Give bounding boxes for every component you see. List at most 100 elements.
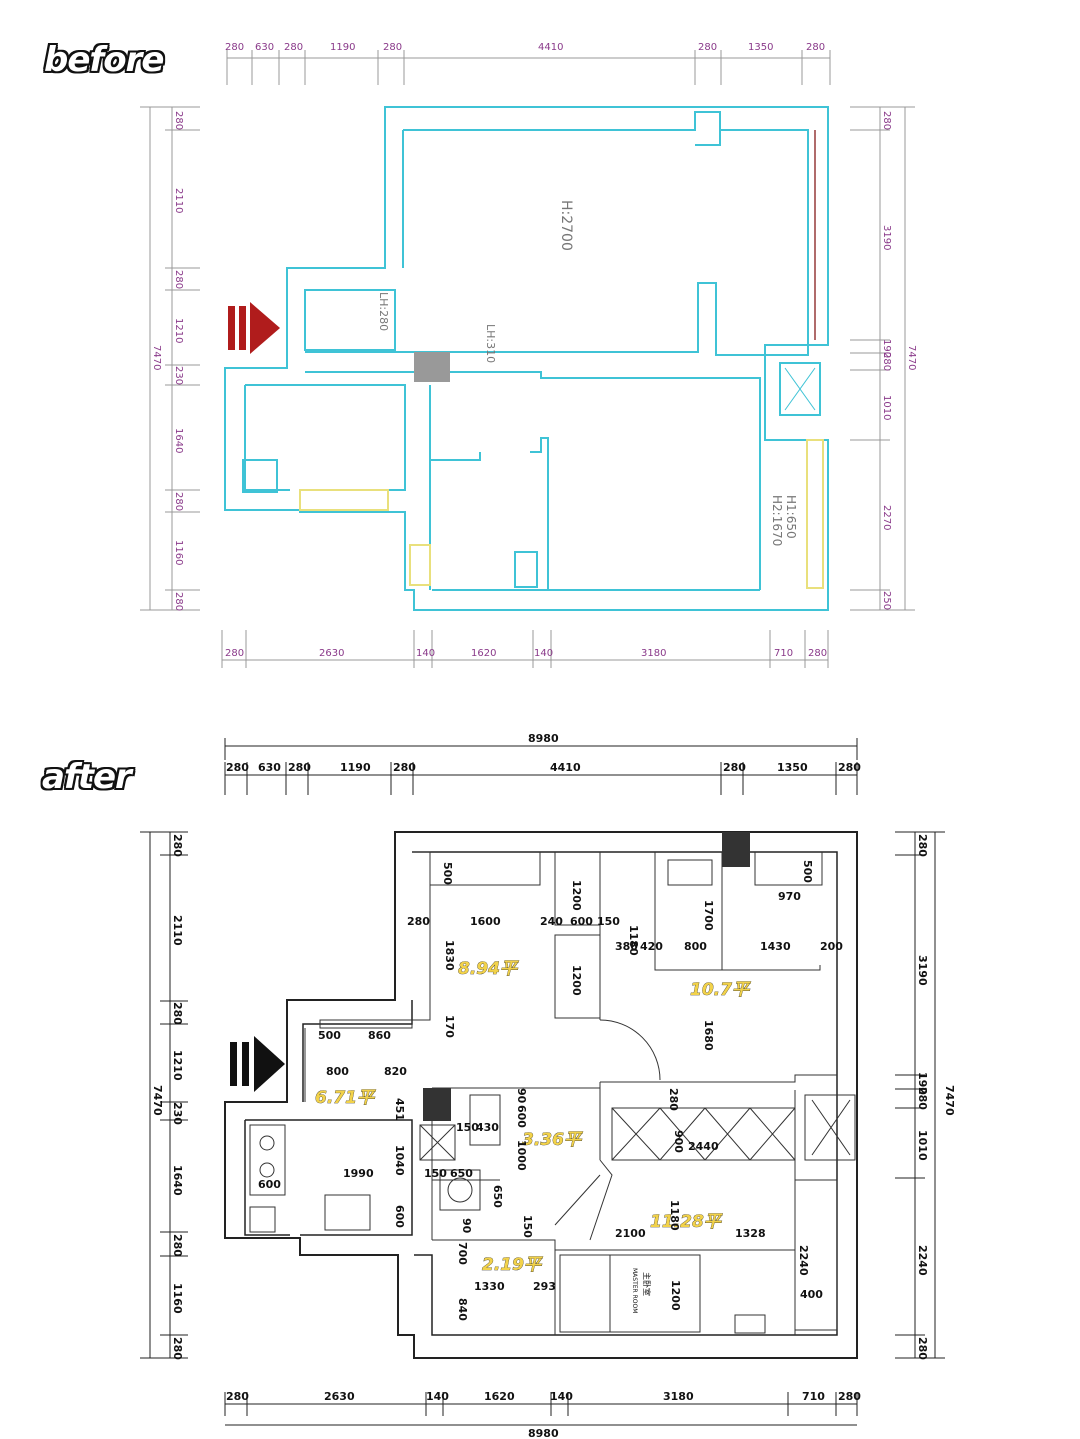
inner-dim: 500 [801,860,814,883]
after-right-dim: 280 [916,834,929,857]
inner-dim: 170 [443,1015,456,1038]
inner-dim: 430 [476,1121,499,1134]
before-bottom-dim: 2630 [319,648,344,659]
before-top-dim: 1190 [330,42,355,53]
inner-dim: 900 [672,1130,685,1153]
inner-dim: 451 [393,1098,406,1121]
inner-dim: 1328 [735,1227,766,1240]
window-label-2: H2:1670 [770,495,784,546]
before-bottom-dim: 710 [774,648,793,659]
after-right-dim: 2240 [916,1245,929,1276]
inner-dim: 700 [456,1242,469,1265]
master-room-label: 主卧室 [642,1272,652,1296]
after-bottom-dim: 280 [838,1390,861,1403]
before-left-dim: 280 [173,270,184,289]
before-left-dim: 1160 [173,540,184,565]
after-left-total: 7470 [151,1085,164,1116]
before-right-dim: 2270 [881,505,892,530]
after-left-dim: 280 [171,834,184,857]
before-top-dim: 630 [255,42,274,53]
inner-dim: 500 [318,1029,341,1042]
before-left-dim: 280 [173,492,184,511]
inner-dim: 800 [326,1065,349,1078]
after-right-total: 7470 [943,1085,956,1116]
before-heading: before [44,40,164,80]
before-top-dim: 280 [225,42,244,53]
inner-dim: 2100 [615,1227,646,1240]
inner-dim: 420 [640,940,663,953]
before-bottom-dim: 140 [416,648,435,659]
after-total-width-top: 8980 [528,732,559,745]
after-right-dim: 3190 [916,955,929,986]
inner-dim: 600 [570,915,593,928]
after-top-dim: 280 [226,761,249,774]
after-top-dim: 280 [393,761,416,774]
before-left-dim: 280 [173,592,184,611]
area-label: 11.28平 [650,1212,723,1232]
before-top-dim: 4410 [538,42,563,53]
entrance-arrow-icon [228,302,280,354]
after-bottom-dim: 140 [550,1390,573,1403]
inner-dim: 293 [533,1280,556,1293]
inner-dim: 400 [800,1288,823,1301]
inner-dim: 650 [491,1185,504,1208]
inner-dim: 2440 [688,1140,719,1153]
window-label-1: H1:650 [784,495,798,539]
before-left-dim: 1640 [173,428,184,453]
column-icon [722,832,750,867]
after-plan: 8980 280 630 280 1190 280 4410 280 1350 … [140,732,956,1439]
inner-dim: 1990 [343,1167,374,1180]
inner-dim: 600 [393,1205,406,1228]
inner-dim: 200 [820,940,843,953]
before-bottom-dim: 280 [225,648,244,659]
before-left-dim: 230 [173,366,184,385]
before-left-dim: 2110 [173,188,184,213]
inner-dim: 1430 [760,940,791,953]
inner-dim: 240 [540,915,563,928]
after-right-dim: 1010 [916,1130,929,1161]
before-left-dim: 1210 [173,318,184,343]
inner-dim: 1200 [570,965,583,996]
after-bottom-dim: 2630 [324,1390,355,1403]
before-bottom-dim: 140 [534,648,553,659]
after-total-width-bottom: 8980 [528,1427,559,1439]
before-top-dim: 280 [383,42,402,53]
inner-dim: 280 [407,915,430,928]
master-room-label-en: MASTER ROOM [631,1268,638,1313]
inner-dim: 1700 [702,900,715,931]
before-right-total: 7470 [906,345,917,370]
area-label: 6.71平 [315,1088,376,1108]
before-left-total: 7470 [151,345,162,370]
inner-dim: 280 [667,1088,680,1111]
after-top-dim: 630 [258,761,281,774]
inner-dim: 90 [460,1218,473,1234]
inner-dim: 860 [368,1029,391,1042]
after-top-dim: 1350 [777,761,808,774]
after-left-dim: 230 [171,1102,184,1125]
after-bottom-dim: 140 [426,1390,449,1403]
after-left-dim: 280 [171,1002,184,1025]
before-top-dim: 1350 [748,42,773,53]
after-bottom-dim: 1620 [484,1390,515,1403]
after-left-dim: 2110 [171,915,184,946]
inner-dim: 600 [515,1105,528,1128]
before-right-dim: 280 [881,352,892,371]
inner-dim: 150 [424,1167,447,1180]
inner-dim: 1600 [470,915,501,928]
inner-dim: 150 [521,1215,534,1238]
inner-dim: 840 [456,1298,469,1321]
inner-dim: 1200 [570,880,583,911]
after-top-dim: 280 [723,761,746,774]
inner-dim: 1180 [627,925,640,956]
after-top-dim: 1190 [340,761,371,774]
before-right-dim: 3190 [881,225,892,250]
area-label: 8.94平 [458,959,519,979]
after-left-dim: 1640 [171,1165,184,1196]
inner-dim: 1830 [443,940,456,971]
inner-dim: 1180 [668,1200,681,1231]
inner-dim: 1680 [702,1020,715,1051]
lh-label-2: LH:310 [484,324,497,363]
after-bottom-dim: 280 [226,1390,249,1403]
inner-dim: 90 [515,1088,528,1104]
inner-dim: 1200 [669,1280,682,1311]
